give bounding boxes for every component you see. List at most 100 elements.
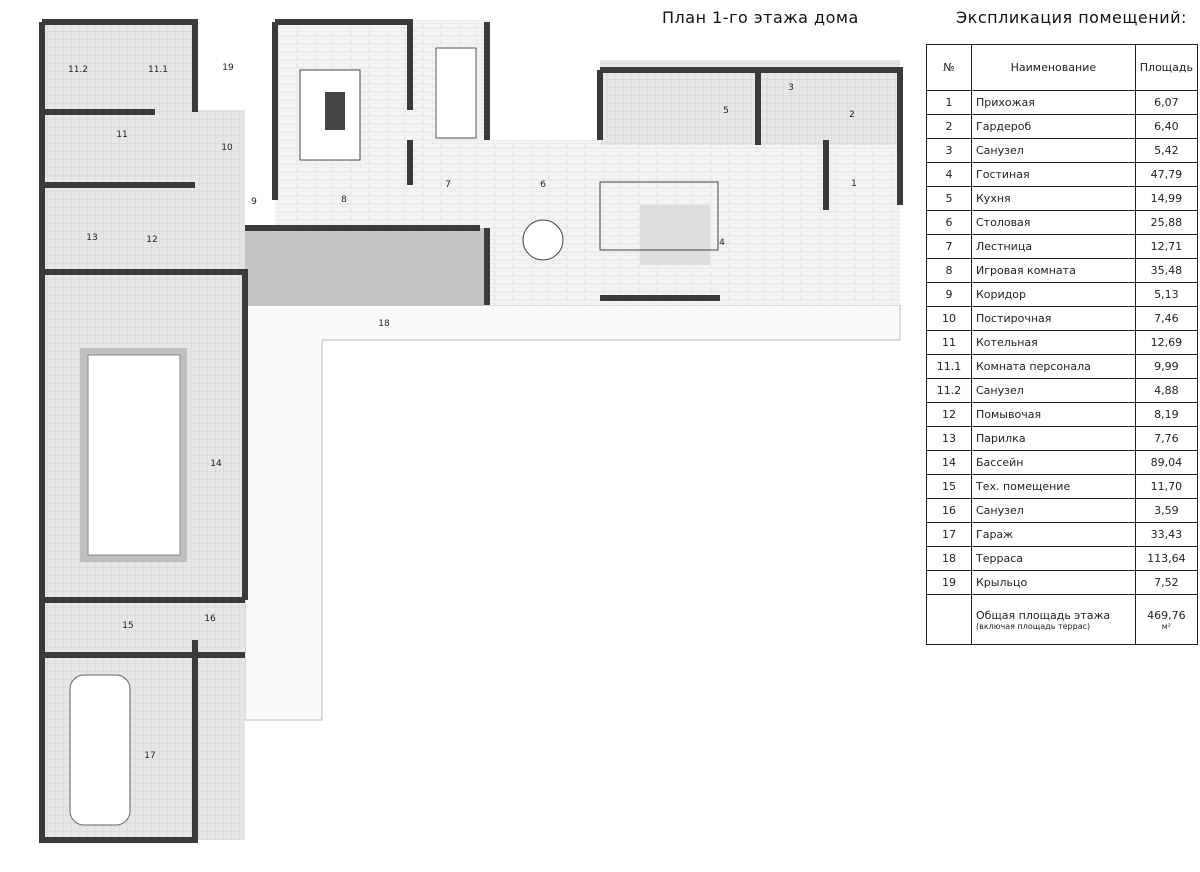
- cell-name: Коридор: [971, 282, 1136, 307]
- cell-name: Лестница: [971, 234, 1136, 259]
- header-area: Площадь: [1134, 44, 1199, 91]
- cell-num: 11.1: [926, 354, 972, 379]
- cell-name: Терраса: [971, 546, 1136, 571]
- cell-area: 12,71: [1134, 234, 1199, 259]
- room-label: 12: [146, 235, 157, 245]
- room-label: 9: [251, 197, 257, 207]
- room-label: 4: [719, 238, 725, 248]
- room-label: 16: [204, 614, 216, 624]
- walls: [39, 19, 903, 843]
- cell-name: Комната персонала: [971, 354, 1136, 379]
- cell-num: 19: [926, 570, 972, 595]
- cell-num: 5: [926, 186, 972, 211]
- cell-area: 14,99: [1134, 186, 1199, 211]
- cell-name: Кухня: [971, 186, 1136, 211]
- room-label: 17: [144, 751, 155, 761]
- cell-num: 9: [926, 282, 972, 307]
- cell-num: 17: [926, 522, 972, 547]
- room-label: 18: [378, 319, 390, 329]
- room-label: 11: [116, 130, 127, 140]
- table-title: Экспликация помещений:: [956, 8, 1187, 27]
- cell-num: 2: [926, 114, 972, 139]
- room-label: 7: [445, 180, 451, 190]
- total-label-cell: Общая площадь этажа(включая площадь терр…: [971, 594, 1136, 645]
- cell-area: 11,70: [1134, 474, 1199, 499]
- cell-num: 4: [926, 162, 972, 187]
- floors: [42, 20, 900, 840]
- cell-name: Гостиная: [971, 162, 1136, 187]
- cell-area: 35,48: [1134, 258, 1199, 283]
- cell-num: 16: [926, 498, 972, 523]
- cell-area: 3,59: [1134, 498, 1199, 523]
- cell-area: 5,13: [1134, 282, 1199, 307]
- cell-num: 10: [926, 306, 972, 331]
- room-label: 11.2: [68, 65, 88, 75]
- room-label: 2: [849, 110, 855, 120]
- header-num: №: [926, 44, 972, 91]
- cell-num: 14: [926, 450, 972, 475]
- room-label: 19: [222, 63, 234, 73]
- total-label: Общая площадь этажа: [976, 608, 1111, 622]
- cell-area: 12,69: [1134, 330, 1199, 355]
- cell-area: 113,64: [1134, 546, 1199, 571]
- room-label: 14: [210, 459, 222, 469]
- cell-name: Постирочная: [971, 306, 1136, 331]
- cell-name: Парилка: [971, 426, 1136, 451]
- room-label: 10: [221, 143, 233, 153]
- total-value: 469,76: [1147, 608, 1186, 622]
- cell-num: 7: [926, 234, 972, 259]
- cell-empty: [926, 594, 972, 645]
- cell-name: Котельная: [971, 330, 1136, 355]
- cell-area: 9,99: [1134, 354, 1199, 379]
- cell-area: 6,40: [1134, 114, 1199, 139]
- cell-name: Помывочая: [971, 402, 1136, 427]
- cell-num: 3: [926, 138, 972, 163]
- cell-name: Гараж: [971, 522, 1136, 547]
- cell-name: Столовая: [971, 210, 1136, 235]
- cell-area: 5,42: [1134, 138, 1199, 163]
- cell-name: Санузел: [971, 138, 1136, 163]
- cell-num: 11.2: [926, 378, 972, 403]
- cell-num: 1: [926, 90, 972, 115]
- cell-name: Гардероб: [971, 114, 1136, 139]
- total-sublabel: (включая площадь террас): [976, 621, 1091, 631]
- cell-area: 7,46: [1134, 306, 1199, 331]
- room-label: 5: [723, 106, 729, 116]
- room-label: 1: [851, 179, 857, 189]
- cell-num: 12: [926, 402, 972, 427]
- cell-name: Санузел: [971, 378, 1136, 403]
- cell-name: Санузел: [971, 498, 1136, 523]
- cell-name: Тех. помещение: [971, 474, 1136, 499]
- room-label: 8: [341, 195, 347, 205]
- cell-num: 8: [926, 258, 972, 283]
- cell-area: 47,79: [1134, 162, 1199, 187]
- room-label: 13: [86, 233, 97, 243]
- cell-name: Игровая комната: [971, 258, 1136, 283]
- cell-area: 25,88: [1134, 210, 1199, 235]
- cell-area: 7,52: [1134, 570, 1199, 595]
- cell-area: 8,19: [1134, 402, 1199, 427]
- room-label: 11.1: [148, 65, 168, 75]
- cell-num: 15: [926, 474, 972, 499]
- room-label: 3: [788, 83, 794, 93]
